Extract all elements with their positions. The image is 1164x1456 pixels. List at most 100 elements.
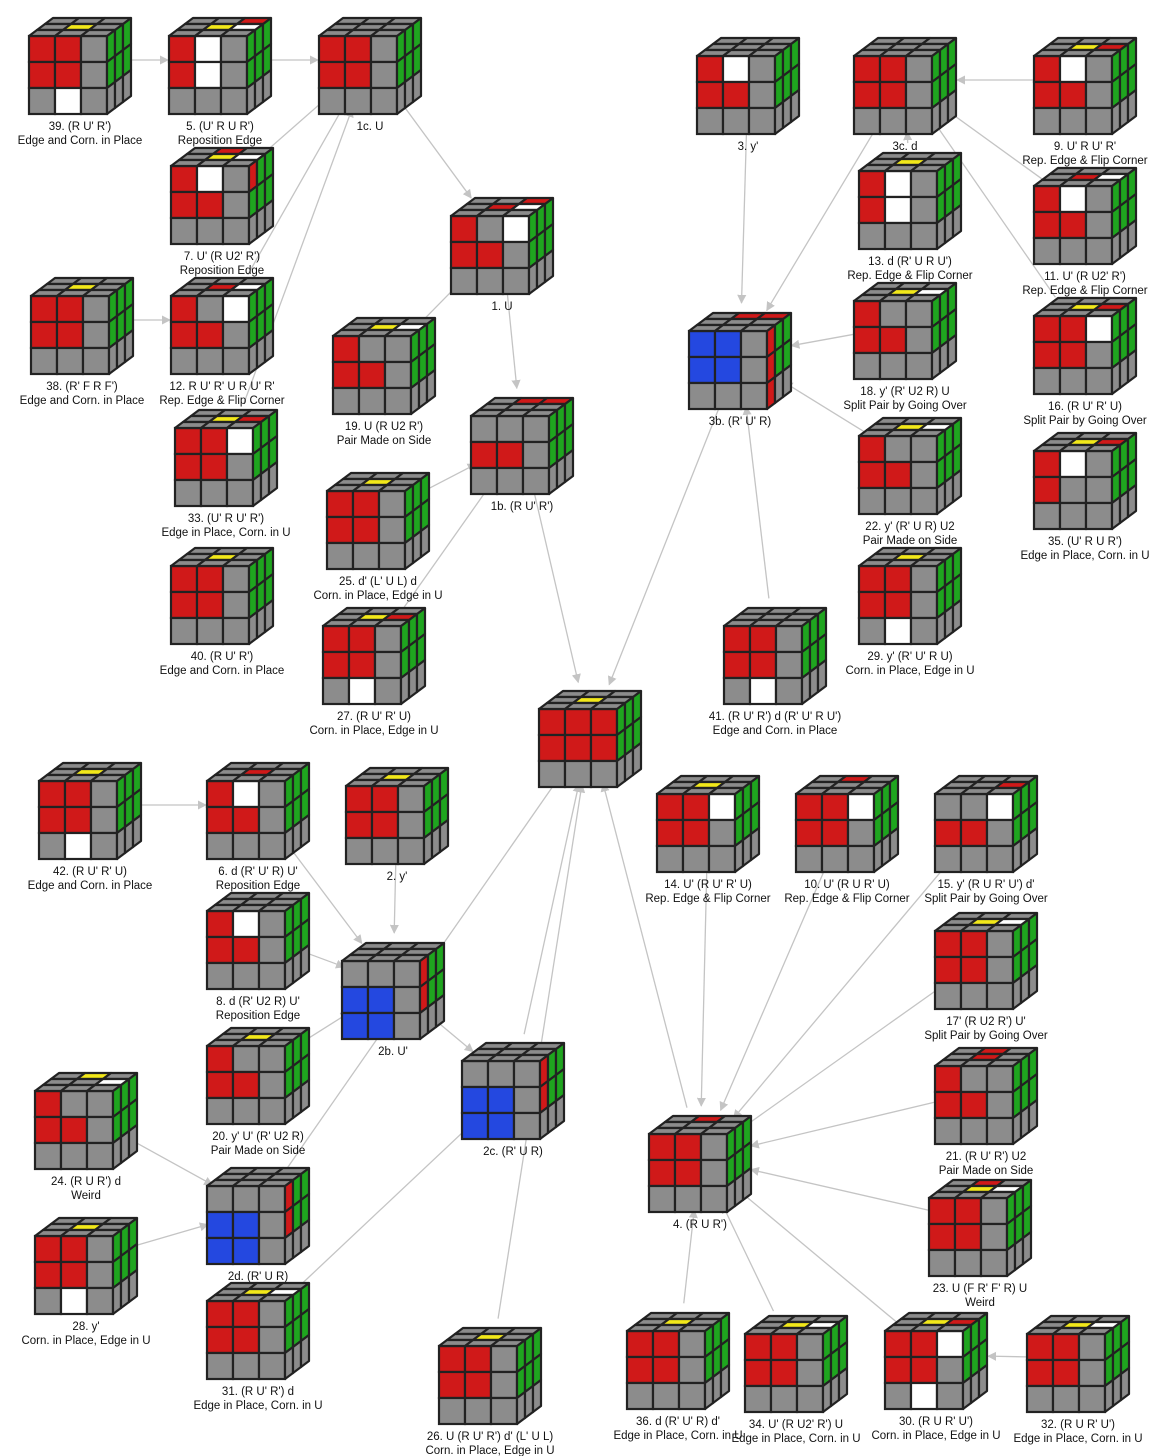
front-sticker [857, 460, 887, 490]
cube-n8: 8. d (R' U2 R) U'Reposition Edge [205, 891, 311, 1022]
front-sticker [167, 60, 197, 90]
node-move-label: 2. y' [387, 871, 408, 883]
side-sticker [935, 480, 947, 516]
front-sticker [1084, 184, 1114, 214]
front-sticker [205, 1236, 235, 1266]
node-case-label: Weird [965, 1297, 995, 1309]
side-sticker [127, 1123, 139, 1159]
side-sticker [938, 94, 950, 130]
node-case-label: Reposition Edge [216, 1010, 300, 1022]
node-case-label: Corn. in Place, Edge in U [313, 590, 442, 602]
top-sticker [1084, 308, 1122, 318]
node-move-label: 21. (R U' R') U2 [946, 1151, 1026, 1163]
side-sticker [111, 1135, 123, 1171]
front-sticker [820, 844, 850, 874]
side-sticker [1011, 838, 1023, 874]
node-move-label: 39. (R U' R') [49, 121, 112, 133]
front-sticker [437, 1344, 467, 1374]
front-sticker [883, 434, 913, 464]
top-sticker [392, 953, 430, 963]
side-sticker [829, 1372, 841, 1408]
front-sticker [743, 1358, 773, 1388]
front-sticker [820, 792, 850, 822]
front-sticker [935, 1329, 965, 1359]
front-sticker [959, 1090, 989, 1120]
front-sticker [257, 1236, 287, 1266]
front-sticker [695, 106, 725, 136]
front-sticker [257, 909, 287, 939]
front-sticker [699, 1158, 729, 1188]
front-sticker [748, 676, 778, 706]
front-sticker [193, 34, 223, 64]
front-sticker [909, 616, 939, 646]
front-sticker [933, 955, 963, 985]
side-sticker [977, 1363, 989, 1399]
front-sticker [27, 86, 57, 116]
arrow [400, 101, 472, 199]
front-sticker [205, 961, 235, 991]
side-sticker [403, 535, 415, 571]
front-sticker [1077, 1384, 1107, 1414]
front-sticker [85, 1234, 115, 1264]
front-sticker [317, 86, 347, 116]
front-sticker [475, 266, 505, 296]
side-sticker [119, 1129, 131, 1165]
cube-n26: 26. U (R U' R') d' (L' U L)Corn. in Plac… [425, 1326, 555, 1456]
side-sticker [105, 80, 117, 116]
front-sticker [81, 294, 111, 324]
front-sticker [857, 434, 887, 464]
front-sticker [343, 34, 373, 64]
front-sticker [909, 1381, 939, 1411]
side-sticker [111, 1280, 123, 1316]
node-move-label: 18. y' (R' U2 R) U [860, 386, 949, 398]
front-sticker [625, 1355, 655, 1385]
side-sticker [127, 1268, 139, 1304]
front-sticker [909, 169, 939, 199]
side-sticker [267, 460, 279, 496]
arrow [732, 857, 954, 1119]
front-sticker [985, 818, 1015, 848]
front-sticker [193, 60, 223, 90]
front-sticker [231, 831, 261, 861]
front-sticker [366, 1011, 396, 1041]
front-sticker [721, 80, 751, 110]
front-sticker [677, 1329, 707, 1359]
side-sticker [538, 1105, 550, 1141]
front-sticker [344, 836, 374, 866]
front-sticker [857, 616, 887, 646]
side-sticker [131, 813, 143, 849]
arrow [247, 104, 345, 276]
front-sticker [373, 676, 403, 706]
arrow [389, 861, 399, 934]
front-sticker [959, 955, 989, 985]
front-sticker [369, 86, 399, 116]
front-sticker [1084, 449, 1114, 479]
front-sticker [501, 240, 531, 270]
front-sticker [231, 1325, 261, 1355]
front-sticker [221, 320, 251, 350]
front-sticker [625, 1381, 655, 1411]
front-sticker [909, 221, 939, 251]
side-sticker [1027, 826, 1039, 862]
front-sticker [935, 1381, 965, 1411]
side-sticker [935, 215, 947, 251]
top-sticker [221, 288, 259, 298]
front-sticker [392, 1011, 422, 1041]
node-move-label: 3c. d [893, 141, 918, 153]
front-sticker [377, 515, 407, 545]
node-move-label: 1b. (R U' R') [491, 501, 554, 513]
front-sticker [673, 1158, 703, 1188]
side-sticker [1118, 354, 1130, 390]
top-sticker [1077, 1326, 1115, 1336]
front-sticker [169, 320, 199, 350]
front-sticker [857, 590, 887, 620]
front-sticker [743, 1384, 773, 1414]
front-sticker [1032, 106, 1062, 136]
node-move-label: 32. (R U R' U') [1041, 1419, 1115, 1431]
side-sticker [291, 1084, 303, 1120]
front-sticker [878, 106, 908, 136]
side-sticker [407, 664, 419, 700]
front-sticker [347, 676, 377, 706]
